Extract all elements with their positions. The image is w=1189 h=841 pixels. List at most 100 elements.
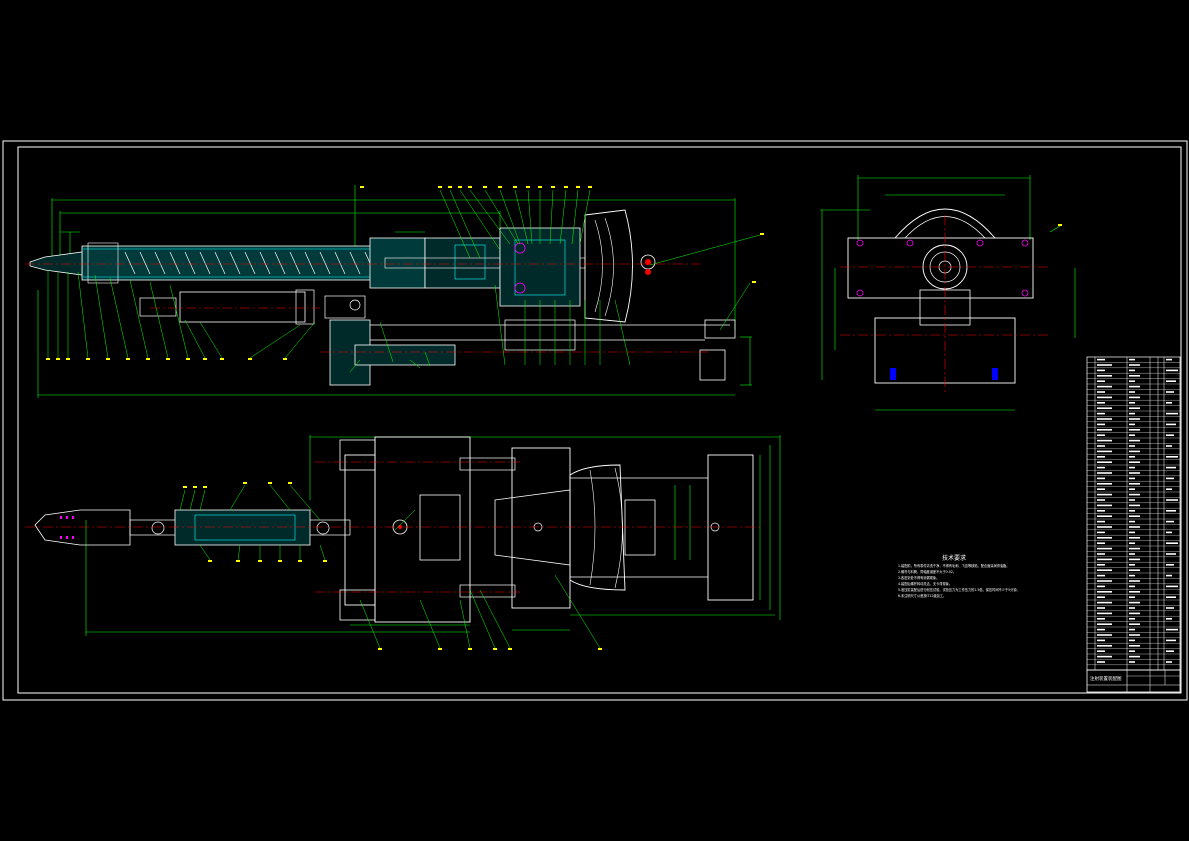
- bom-entry-stub: [1129, 580, 1140, 582]
- bom-entry-stub: [1129, 391, 1135, 393]
- bom-entry-stub: [1166, 402, 1172, 404]
- bom-entry-stub: [1166, 542, 1178, 544]
- bom-entry-stub: [1129, 596, 1135, 598]
- outer-frame: [2, 140, 1188, 701]
- bom-entry-stub: [1129, 407, 1140, 409]
- bom-entry-stub: [1129, 628, 1135, 631]
- bom-entry-stub: [1129, 429, 1140, 431]
- front-section-view: [25, 185, 764, 398]
- bom-entry-stub: [1129, 547, 1140, 550]
- bom-entry-stub: [1166, 574, 1172, 577]
- bom-entry-stub: [1097, 396, 1112, 399]
- bom-entry-stub: [1097, 515, 1112, 517]
- bom-entry-stub: [1097, 569, 1112, 571]
- title-block: 注射装置装配图: [1086, 669, 1181, 693]
- bom-entry-stub: [1097, 596, 1105, 598]
- bom-entry-stub: [1097, 461, 1112, 463]
- bom-entry-stub: [1097, 612, 1112, 615]
- bom-entry-stub: [1129, 483, 1140, 485]
- bom-entry-stub: [1097, 385, 1112, 388]
- bom-entry-stub: [1129, 439, 1140, 442]
- bom-entry-stub: [1097, 547, 1112, 550]
- bom-entry-stub: [1129, 639, 1135, 642]
- notes-line: 3.各密封处不得有渗漏现象。: [898, 575, 939, 580]
- bom-entry-stub: [1166, 650, 1174, 652]
- bom-entry-stub: [1166, 510, 1176, 512]
- bom-entry-stub: [1129, 477, 1135, 480]
- bom-entry-stub: [1097, 488, 1105, 490]
- bom-entry-stub: [1097, 439, 1112, 442]
- bom-entry-stub: [1097, 472, 1112, 474]
- bom-entry-stub: [1097, 607, 1105, 609]
- bom-entry-stub: [1097, 450, 1112, 453]
- bom-entry-stub: [1097, 466, 1105, 469]
- bom-entry-stub: [1129, 499, 1135, 501]
- bom-entry-stub: [1129, 488, 1135, 490]
- bom-entry-stub: [1097, 553, 1105, 555]
- bom-entry-stub: [1129, 618, 1135, 620]
- bom-entry-stub: [1129, 526, 1140, 528]
- bom-entry-stub: [1097, 477, 1105, 480]
- bom-entry-stub: [1129, 434, 1135, 436]
- bom-entry-stub: [1129, 634, 1140, 636]
- bom-entry-stub: [1097, 364, 1112, 366]
- bom-entry-stub: [1129, 537, 1140, 539]
- bom-entry-stub: [1097, 585, 1105, 588]
- bom-entry-stub: [1097, 564, 1105, 566]
- notes-line: 6.未注明尺寸公差按IT12级加工。: [898, 593, 946, 598]
- bom-entry-stub: [1097, 391, 1105, 393]
- bom-entry-stub: [1097, 380, 1105, 382]
- bom-entry-stub: [1097, 402, 1105, 404]
- bom-entry-stub: [1129, 542, 1135, 544]
- bom-entry-stub: [1097, 510, 1105, 512]
- bom-entry-stub: [1097, 618, 1105, 620]
- bom-entry-stub: [1166, 423, 1176, 426]
- bom-entry-stub: [1129, 385, 1140, 388]
- side-view: [820, 175, 1076, 411]
- bom-entry-stub: [1129, 364, 1140, 366]
- bom-entry-stub: [1097, 628, 1105, 631]
- plan-view: [25, 435, 781, 650]
- bom-entry-stub: [1166, 445, 1172, 447]
- inner-frame: [17, 146, 1182, 694]
- bom-entry-stub: [1129, 655, 1140, 658]
- bom-entry-stub: [1166, 618, 1172, 620]
- bom-entry-stub: [1097, 504, 1112, 507]
- bom-entry-stub: [1097, 650, 1105, 652]
- bom-entry-stub: [1097, 375, 1112, 377]
- bom-entry-stub: [1129, 645, 1140, 647]
- bom-entry-stub: [1129, 650, 1135, 652]
- bom-entry-stub: [1129, 396, 1140, 399]
- bom-entry-stub: [1129, 569, 1140, 571]
- notes-title: 技术要求: [942, 554, 966, 562]
- bom-entry-stub: [1129, 493, 1140, 496]
- bom-entry-stub: [1166, 639, 1176, 642]
- bom-entry-stub: [1129, 520, 1135, 523]
- bom-entry-stub: [1097, 531, 1105, 534]
- bom-entry-stub: [1097, 574, 1105, 577]
- bom-entry-stub: [1097, 445, 1105, 447]
- bom-entry-stub: [1166, 412, 1178, 415]
- bom-entry-stub: [1166, 488, 1172, 490]
- bom-entry-stub: [1129, 369, 1135, 372]
- bom-entry-stub: [1129, 601, 1140, 604]
- bom-entry-stub: [1166, 358, 1172, 361]
- drawing-title: 注射装置装配图: [1090, 675, 1122, 682]
- bom-entry-stub: [1097, 661, 1105, 663]
- bom-entry-stub: [1129, 418, 1140, 420]
- bom-entry-stub: [1166, 607, 1174, 609]
- bom-entry-stub: [1097, 634, 1112, 636]
- bom-entry-stub: [1097, 639, 1105, 642]
- bom-entry-stub: [1166, 628, 1178, 631]
- bom-entry-stub: [1129, 564, 1135, 566]
- bom-entry-stub: [1097, 434, 1105, 436]
- bom-entry-stub: [1097, 526, 1112, 528]
- bom-entry-stub: [1097, 623, 1112, 625]
- bom-entry-stub: [1129, 456, 1135, 458]
- bom-entry-stub: [1097, 429, 1112, 431]
- bom-entry-stub: [1097, 537, 1112, 539]
- bom-entry-stub: [1129, 461, 1140, 463]
- bom-entry-stub: [1097, 520, 1105, 523]
- bom-entry-stub: [1129, 661, 1135, 663]
